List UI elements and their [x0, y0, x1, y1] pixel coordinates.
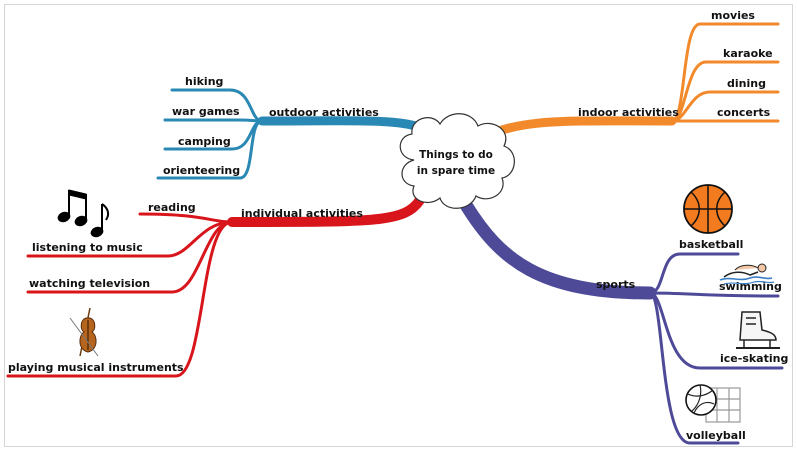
- individual-label: individual activities: [241, 207, 363, 220]
- basketball-icon: [683, 184, 733, 234]
- music-notes-icon: [57, 189, 110, 238]
- outdoor-item-orienteering: orienteering: [163, 164, 240, 177]
- branch-individual: [6, 195, 425, 378]
- sports-item-volleyball: volleyball: [686, 429, 746, 442]
- violin-icon: [69, 307, 99, 357]
- indoor-item-concerts: concerts: [717, 106, 771, 119]
- center-title-line1: Things to do: [419, 149, 493, 161]
- sports-item-basketball: basketball: [679, 238, 743, 251]
- indoor-item-karaoke: karaoke: [723, 47, 773, 60]
- branch-sports: [459, 198, 784, 445]
- sports-link-skating: [648, 291, 784, 370]
- center-cloud: Things to do in spare time: [399, 113, 515, 209]
- sports-trunk: [459, 198, 657, 300]
- outdoor-label: outdoor activities: [269, 106, 379, 119]
- individual-trunk: [227, 195, 425, 227]
- individual-item-reading: reading: [148, 201, 196, 214]
- individual-item-listening-to-music: listening to music: [32, 241, 143, 254]
- outdoor-item-camping: camping: [178, 135, 231, 148]
- cloud-shape: [399, 113, 515, 209]
- indoor-item-movies: movies: [711, 9, 755, 22]
- outdoor-item-hiking: hiking: [185, 75, 223, 88]
- center-title-line2: in spare time: [417, 165, 495, 177]
- volleyball-icon: [685, 384, 741, 423]
- indoor-trunk: [473, 116, 677, 145]
- sports-label: sports: [596, 278, 636, 291]
- sports-item-ice-skating: ice-skating: [720, 352, 788, 365]
- swimmer-icon: [719, 263, 775, 285]
- individual-link-reading: [138, 212, 234, 224]
- individual-item-watching-television: watching television: [29, 277, 150, 290]
- mind-map-frame: [4, 4, 793, 447]
- individual-link-instruments: [6, 220, 234, 378]
- indoor-label: indoor activities: [578, 106, 679, 119]
- sports-link-volleyball: [648, 291, 740, 445]
- ice-skate-icon: [736, 311, 780, 349]
- outdoor-item-war-games: war games: [172, 105, 240, 118]
- outdoor-link-orienteering: [156, 119, 264, 180]
- indoor-item-dining: dining: [727, 77, 766, 90]
- outdoor-link-wargames: [163, 118, 264, 123]
- sports-link-swimming: [648, 291, 780, 298]
- individual-link-music: [26, 220, 234, 258]
- individual-item-playing-instruments: playing musical instruments: [8, 361, 184, 374]
